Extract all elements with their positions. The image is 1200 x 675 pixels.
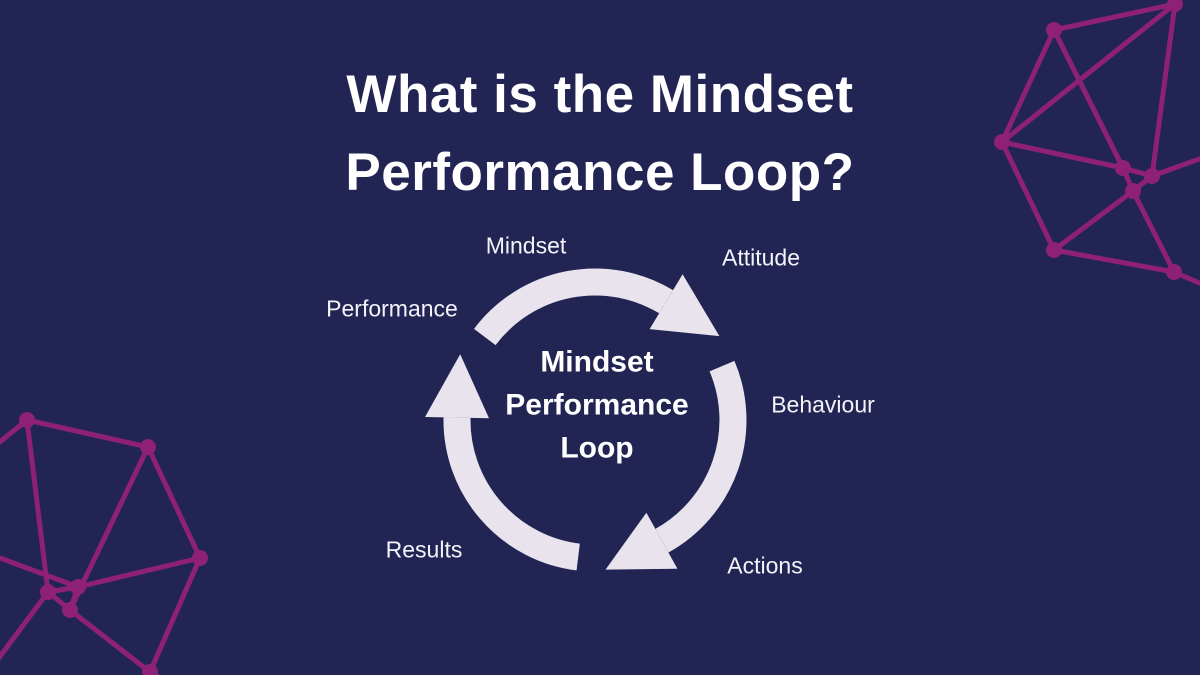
page-title-line1: What is the Mindset xyxy=(346,65,854,124)
loop-center-title-line2: Performance xyxy=(505,388,689,422)
loop-arrowhead-down xyxy=(605,512,678,570)
stage-label-performance: Performance xyxy=(326,295,458,322)
loop-center-title: Mindset Performance Loop xyxy=(505,341,688,470)
loop-arc-left xyxy=(443,417,581,571)
stage-label-mindset: Mindset xyxy=(485,232,567,259)
loop-arc-top xyxy=(474,268,674,346)
network-decoration-bottom-left xyxy=(0,412,208,675)
loop-center-title-line3: Loop xyxy=(560,431,634,465)
page-title-line2: Performance Loop? xyxy=(345,143,855,202)
network-edges xyxy=(0,417,203,675)
stage-label-behaviour: Behaviour xyxy=(771,391,875,418)
loop-center-title-line1: Mindset xyxy=(540,345,654,379)
stage-label-actions: Actions xyxy=(727,552,803,579)
network-nodes xyxy=(19,412,208,675)
loop-arrowhead-right xyxy=(649,274,720,337)
stage-label-results: Results xyxy=(385,536,463,563)
loop-arrowhead-up xyxy=(425,354,489,419)
stage-label-attitude: Attitude xyxy=(722,244,800,271)
page-title: What is the Mindset Performance Loop? xyxy=(0,56,1200,212)
loop-diagram xyxy=(425,268,747,571)
loop-arc-right xyxy=(655,360,747,553)
